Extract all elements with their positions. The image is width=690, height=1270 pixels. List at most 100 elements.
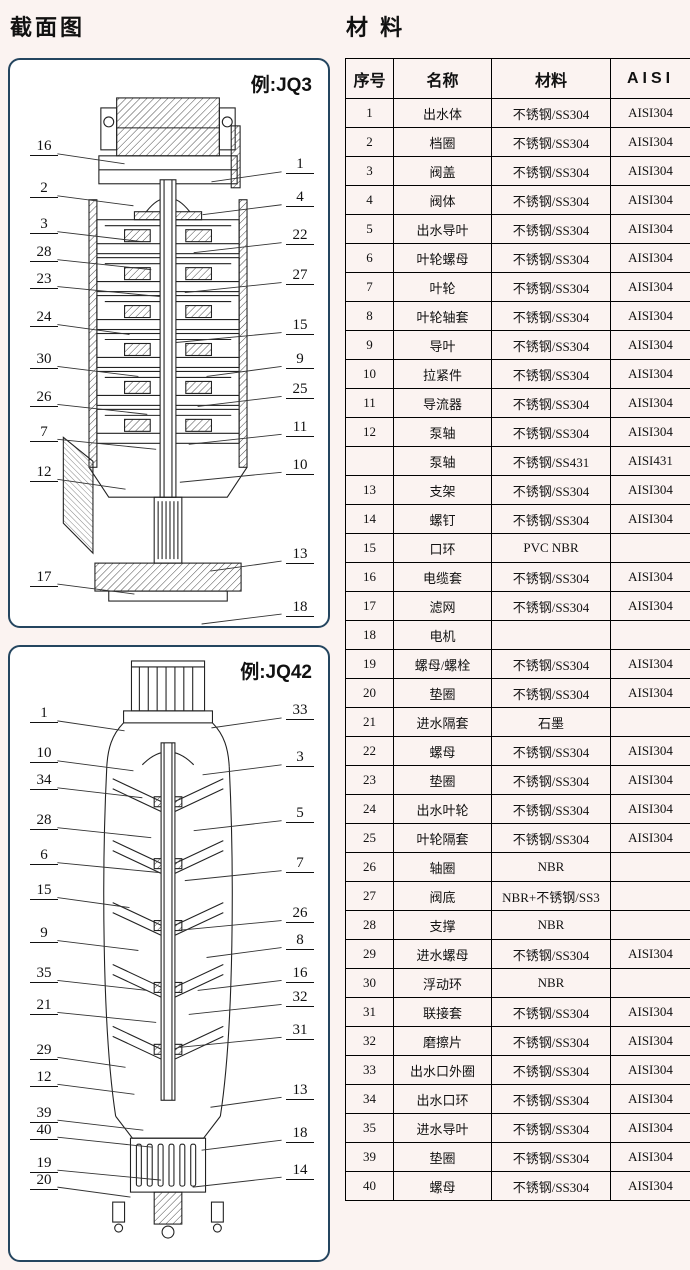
cell-material: NBR (491, 852, 611, 882)
callout-33: 33 (286, 702, 314, 720)
cell-material: 不锈钢/SS304 (491, 214, 611, 244)
cell-aisi: AISI304 (610, 1142, 690, 1172)
cell-material: 不锈钢/SS304 (491, 1142, 611, 1172)
cell-name: 阀底 (393, 881, 492, 911)
cell-no: 4 (345, 185, 394, 215)
cell-material: 不锈钢/SS304 (491, 504, 611, 534)
cell-no: 39 (345, 1142, 394, 1172)
callout-30: 30 (30, 351, 58, 369)
callout-leader-line (175, 332, 282, 343)
cell-no: 28 (345, 910, 394, 940)
cell-name: 滤网 (393, 591, 492, 621)
callout-leader-line (57, 403, 148, 415)
cell-no: 20 (345, 678, 394, 708)
callout-13: 13 (286, 1082, 314, 1100)
callout-leader-line (192, 1176, 282, 1188)
callout-leader-line (57, 720, 125, 732)
cell-material: 不锈钢/SS304 (491, 823, 611, 853)
callout-leader-line (57, 1169, 162, 1181)
callout-1: 1 (286, 156, 314, 174)
callout-9: 9 (286, 351, 314, 369)
cell-no: 13 (345, 475, 394, 505)
callout-17: 17 (30, 569, 58, 587)
cell-aisi: AISI304 (610, 997, 690, 1027)
cell-material: 不锈钢/SS304 (491, 301, 611, 331)
cell-material: NBR (491, 968, 611, 998)
callout-leader-line (206, 366, 282, 377)
callout-27: 27 (286, 267, 314, 285)
cell-material: 不锈钢/SS304 (491, 475, 611, 505)
cell-no: 25 (345, 823, 394, 853)
callout-leader-line (57, 153, 125, 165)
cell-name: 导流器 (393, 388, 492, 418)
section-title-materials: 材 料 (346, 15, 406, 40)
cell-aisi (610, 852, 690, 882)
callout-31: 31 (286, 1022, 314, 1040)
diagram-box-jq42: 例:JQ42 (8, 645, 330, 1262)
cell-name: 泵轴 (393, 446, 492, 476)
callout-leader-line (57, 980, 148, 991)
callout-leader-line (57, 760, 134, 772)
cell-material: 不锈钢/SS304 (491, 765, 611, 795)
cell-material: 不锈钢/SS304 (491, 330, 611, 360)
cell-name: 支架 (393, 475, 492, 505)
callout-leader-line (201, 1139, 282, 1151)
section-title-cross-section: 截面图 (10, 15, 86, 40)
pump-body-jq42 (103, 660, 233, 1239)
callout-leader-line (188, 433, 282, 445)
callout-10: 10 (30, 745, 58, 763)
callout-leader-line (179, 1036, 282, 1048)
callout-leader-line (57, 1011, 157, 1023)
callout-leader-line (57, 195, 134, 207)
cell-aisi: AISI431 (610, 446, 690, 476)
cell-aisi (610, 968, 690, 998)
callout-4: 4 (286, 189, 314, 207)
cell-name: 泵轴 (393, 417, 492, 447)
cell-aisi: AISI304 (610, 591, 690, 621)
cell-name: 垫圈 (393, 678, 492, 708)
cell-name: 联接套 (393, 997, 492, 1027)
callout-2: 2 (30, 180, 58, 198)
cell-no: 9 (345, 330, 394, 360)
callout-40: 40 (30, 1122, 58, 1140)
cell-name: 进水导叶 (393, 1113, 492, 1143)
callout-21: 21 (30, 997, 58, 1015)
cell-no: 23 (345, 765, 394, 795)
cell-aisi: AISI304 (610, 1026, 690, 1056)
cell-no: 3 (345, 156, 394, 186)
callout-leader-line (188, 1003, 282, 1015)
cell-no: 12 (345, 417, 394, 447)
cell-aisi: AISI304 (610, 156, 690, 186)
cell-no: 35 (345, 1113, 394, 1143)
cell-material: 不锈钢/SS431 (491, 446, 611, 476)
callout-28: 28 (30, 812, 58, 830)
callout-11: 11 (286, 419, 314, 437)
cell-aisi: AISI304 (610, 214, 690, 244)
cell-name: 出水导叶 (393, 214, 492, 244)
callout-16: 16 (30, 138, 58, 156)
cell-material: 石墨 (491, 707, 611, 737)
callout-35: 35 (30, 965, 58, 983)
cell-name: 出水口外圈 (393, 1055, 492, 1085)
cell-aisi: AISI304 (610, 823, 690, 853)
cell-aisi: AISI304 (610, 562, 690, 592)
callout-leader-line (184, 870, 282, 882)
cell-material: 不锈钢/SS304 (491, 1055, 611, 1085)
callout-16: 16 (286, 965, 314, 983)
callout-leader-line (206, 947, 282, 958)
callout-leader-line (57, 438, 157, 450)
cell-name: 出水叶轮 (393, 794, 492, 824)
cell-aisi: AISI304 (610, 736, 690, 766)
table-header-name: 名称 (393, 58, 492, 99)
cell-aisi (610, 533, 690, 563)
table-header-no: 序号 (345, 58, 394, 99)
cell-material: 不锈钢/SS304 (491, 156, 611, 186)
